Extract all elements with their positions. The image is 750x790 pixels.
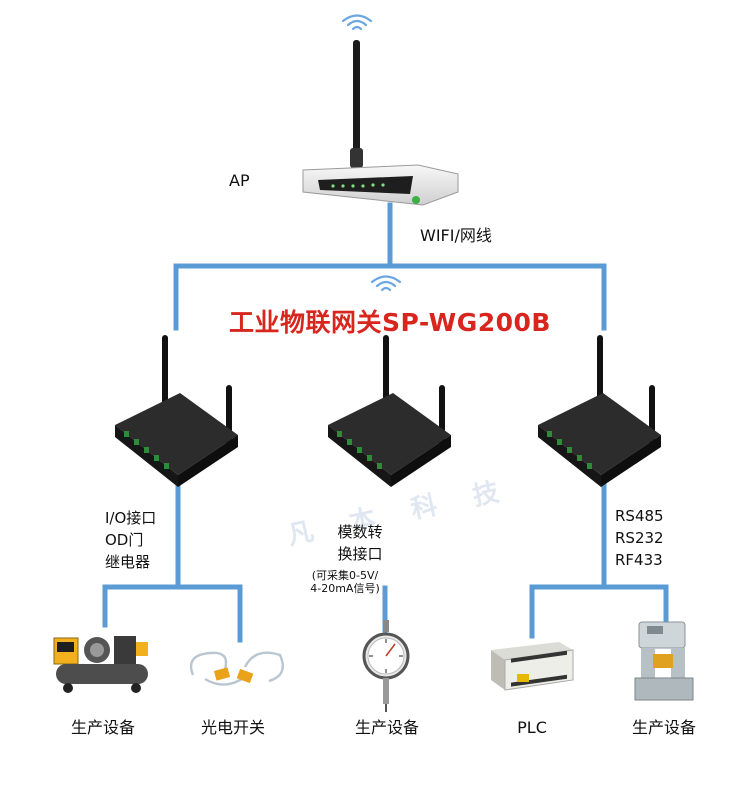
right-interface-list: RS485 RS232 RF433	[615, 505, 664, 571]
device-label: 光电开关	[200, 718, 265, 737]
device-label: PLC	[517, 718, 547, 737]
interface-label: I/O接口	[105, 509, 157, 527]
dial-gauge-icon	[362, 620, 410, 712]
gateway-device-middle-icon	[328, 335, 451, 487]
gateway-device-left-icon	[115, 335, 238, 487]
wifi-signal-icon	[341, 14, 373, 31]
air-compressor-icon	[53, 636, 148, 693]
plc-icon	[491, 642, 574, 691]
device-label: 生产设备	[70, 718, 135, 737]
photoelectric-switch-icon	[189, 651, 284, 686]
gateway-title: 工业物联网关SP-WG200B	[229, 308, 551, 337]
interface-label: OD门	[105, 531, 144, 549]
interface-label: RF433	[615, 551, 663, 569]
interface-label: 继电器	[105, 553, 151, 571]
middle-signal-note: (可采集0-5V/ 4-20mA信号)	[300, 569, 390, 595]
interface-label: RS232	[615, 529, 664, 547]
link-type-label: WIFI/网线	[420, 226, 492, 245]
device-label: 生产设备	[354, 718, 419, 737]
ap-router-icon	[302, 40, 459, 206]
signal-note-line: (可采集0-5V/	[311, 569, 379, 582]
wifi-signal-icon	[370, 275, 402, 292]
interface-label: 换接口	[337, 545, 383, 563]
signal-note-line: 4-20mA信号)	[310, 582, 380, 595]
ap-label: AP	[229, 171, 250, 190]
middle-interface-list: 模数转 换接口	[315, 521, 405, 565]
left-interface-list: I/O接口 OD门 继电器	[105, 507, 156, 573]
interface-label: RS485	[615, 507, 664, 525]
gateway-device-right-icon	[538, 335, 661, 487]
interface-label: 模数转	[337, 523, 383, 541]
press-machine-icon	[634, 621, 694, 701]
device-label: 生产设备	[631, 718, 696, 737]
